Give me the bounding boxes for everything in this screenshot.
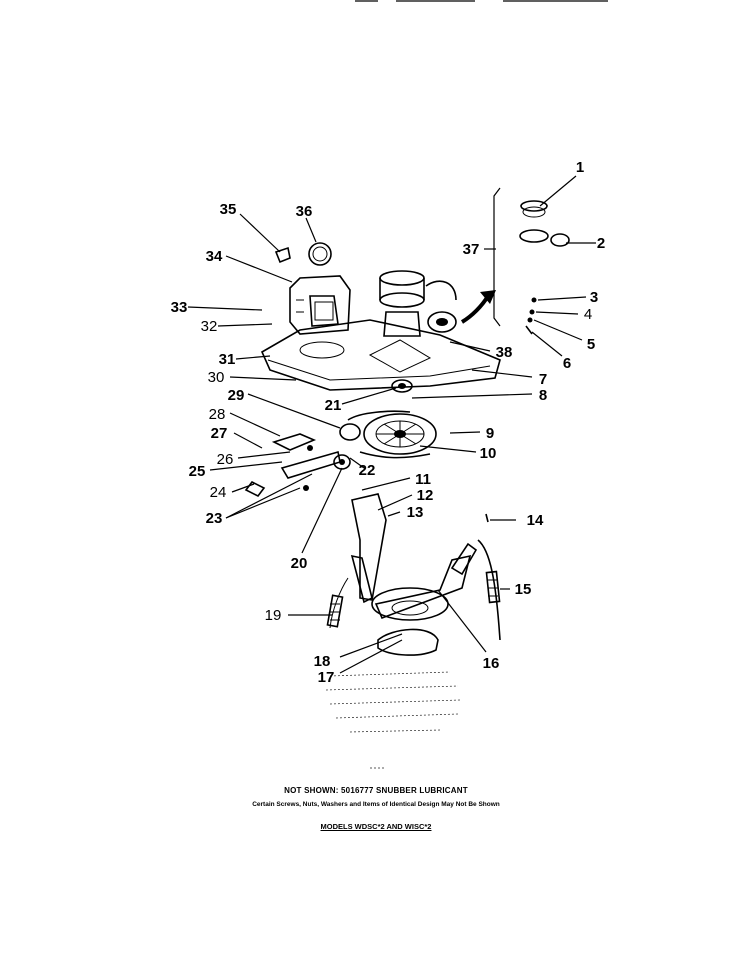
callout-8: 8	[539, 387, 547, 404]
callout-17: 17	[318, 669, 335, 686]
callout-22: 22	[359, 462, 376, 479]
snubber-17	[377, 628, 439, 656]
callout-labels: 1 2 3 4 5 6 7 8 9 10 11 12 13 14 15 16 1…	[171, 159, 606, 686]
gear-stack	[379, 270, 457, 337]
callout-15: 15	[515, 581, 532, 598]
leader-lines	[187, 175, 596, 674]
motor-housing	[289, 275, 351, 335]
belt	[347, 410, 431, 459]
clip-35	[274, 246, 291, 264]
callout-32: 32	[201, 318, 218, 335]
callout-21: 21	[325, 397, 342, 414]
callout-12: 12	[417, 487, 434, 504]
callout-35: 35	[220, 201, 237, 218]
not-shown-note: NOT SHOWN: 5016777 SNUBBER LUBRICANT	[284, 786, 468, 795]
pulley-10	[363, 413, 437, 455]
callout-38: 38	[496, 344, 513, 361]
callout-7: 7	[539, 371, 547, 388]
callout-14: 14	[527, 512, 544, 529]
callout-28: 28	[209, 406, 226, 423]
clutch-group	[493, 187, 570, 335]
callout-18: 18	[314, 653, 331, 670]
callout-9: 9	[486, 425, 494, 442]
linkage-arm	[244, 433, 341, 498]
callout-2: 2	[597, 235, 605, 252]
callout-20: 20	[291, 555, 308, 572]
callout-1: 1	[576, 159, 584, 176]
callout-30: 30	[208, 369, 225, 386]
callout-36: 36	[296, 203, 313, 220]
callout-27: 27	[211, 425, 228, 442]
callout-33: 33	[171, 299, 188, 316]
callout-19: 19	[265, 607, 282, 624]
callout-5: 5	[587, 336, 595, 353]
callout-25: 25	[189, 463, 206, 480]
callout-13: 13	[407, 504, 424, 521]
models-note: MODELS WDSC*2 AND WISC*2	[320, 822, 432, 831]
ring-36	[308, 242, 332, 266]
callout-31: 31	[219, 351, 236, 368]
callout-10: 10	[480, 445, 497, 462]
support-frame	[350, 493, 501, 641]
callout-26: 26	[217, 451, 234, 468]
callout-34: 34	[206, 248, 223, 265]
callout-24: 24	[210, 484, 227, 501]
callout-4: 4	[584, 306, 592, 323]
springs	[326, 513, 501, 629]
callout-37: 37	[463, 241, 480, 258]
callout-29: 29	[228, 387, 245, 404]
callout-16: 16	[483, 655, 500, 672]
disclaimer-note: Certain Screws, Nuts, Washers and Items …	[252, 801, 500, 808]
callout-3: 3	[590, 289, 598, 306]
callout-6: 6	[563, 355, 571, 372]
direction-arrow	[460, 290, 496, 324]
callout-23: 23	[206, 510, 223, 527]
floor-shading	[325, 671, 461, 769]
callout-11: 11	[415, 471, 431, 488]
